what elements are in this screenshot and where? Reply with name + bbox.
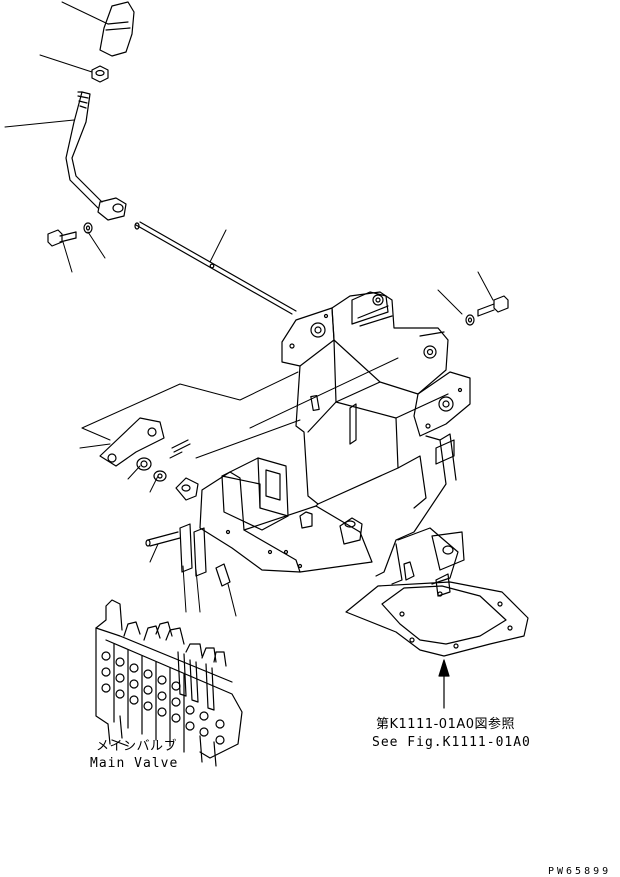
floor-plate [345,581,529,657]
drawing-code: PW65899 [548,866,612,877]
lever-knob [99,1,135,57]
bolt-left [47,222,93,247]
long-shaft [134,221,297,315]
main-valve-label-jp: メインバルブ [96,739,178,754]
link-bracket [99,417,199,501]
lever-nut [91,65,109,83]
shims-and-pin [145,523,231,587]
reference-label-jp: 第K1111-01A0図参照 [376,717,516,732]
reference-label-en: See Fig.K1111-01A0 [372,735,531,750]
lever-rod [65,91,127,221]
main-valve [95,599,243,767]
bolt-right [465,295,509,326]
leader-lines [4,1,494,617]
main-valve-label-en: Main Valve [90,756,179,771]
control-frame [199,291,471,597]
reference-arrow [438,659,450,709]
